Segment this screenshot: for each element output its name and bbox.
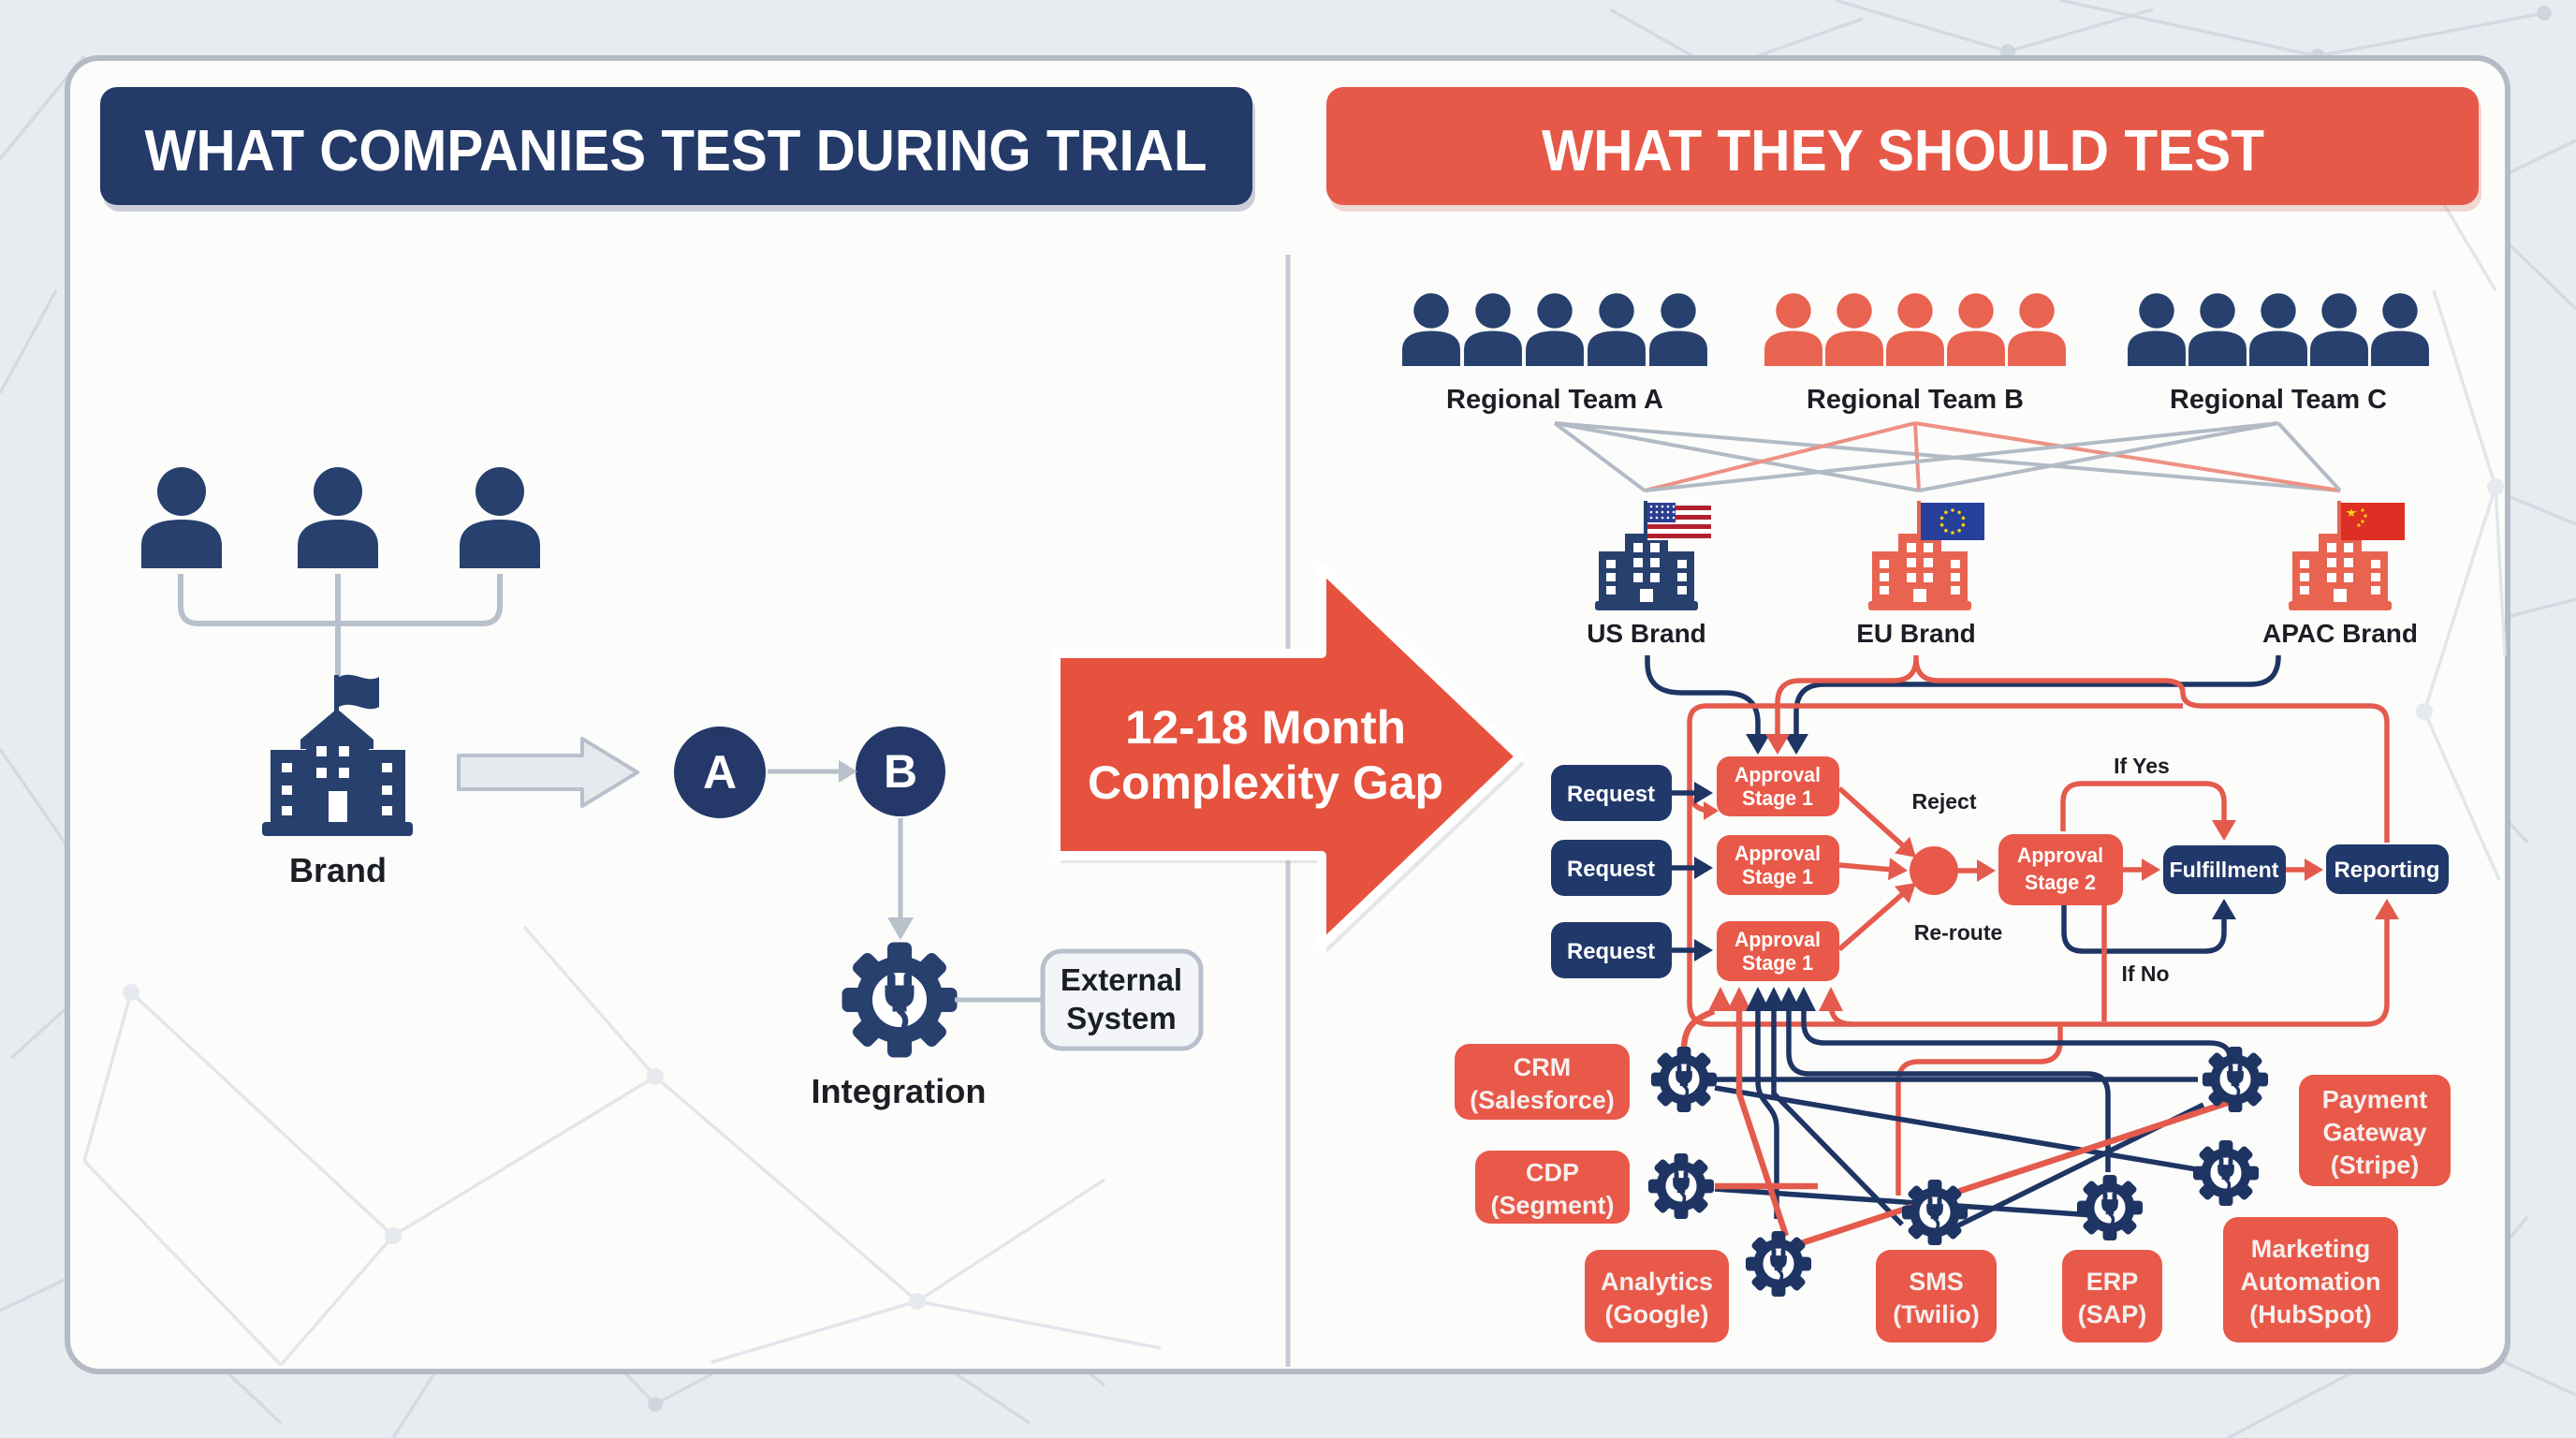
svg-text:A: A [703, 746, 737, 799]
svg-text:Brand: Brand [289, 851, 387, 889]
svg-text:Complexity Gap: Complexity Gap [1088, 756, 1443, 809]
svg-text:Request: Request [1567, 857, 1655, 882]
svg-text:If Yes: If Yes [2114, 754, 2170, 778]
svg-text:CDP: CDP [1526, 1159, 1579, 1187]
svg-text:(Stripe): (Stripe) [2331, 1152, 2420, 1180]
svg-text:CRM: CRM [1514, 1053, 1572, 1081]
svg-text:External: External [1061, 962, 1182, 997]
svg-text:(SAP): (SAP) [2078, 1300, 2147, 1328]
svg-text:Reject: Reject [1911, 789, 1976, 814]
svg-text:Marketing: Marketing [2251, 1235, 2371, 1263]
svg-text:Approval: Approval [1734, 842, 1821, 865]
svg-text:If No: If No [2121, 961, 2169, 986]
svg-text:Approval: Approval [2017, 844, 2103, 867]
svg-text:Analytics: Analytics [1601, 1268, 1713, 1296]
svg-text:Regional Team B: Regional Team B [1807, 385, 2024, 415]
svg-text:Fulfillment: Fulfillment [2170, 858, 2279, 882]
svg-text:ERP: ERP [2086, 1268, 2139, 1296]
svg-text:(Segment): (Segment) [1490, 1192, 1614, 1220]
svg-text:Approval: Approval [1734, 763, 1821, 786]
svg-text:Stage 1: Stage 1 [1742, 865, 1813, 888]
svg-text:Gateway: Gateway [2322, 1119, 2426, 1147]
svg-text:(HubSpot): (HubSpot) [2249, 1300, 2371, 1328]
svg-text:SMS: SMS [1909, 1268, 1964, 1296]
svg-text:Re-route: Re-route [1914, 920, 2003, 945]
svg-text:Regional Team A: Regional Team A [1446, 385, 1663, 415]
svg-text:Regional Team C: Regional Team C [2170, 385, 2387, 415]
svg-text:APAC Brand: APAC Brand [2262, 619, 2418, 648]
svg-text:Request: Request [1567, 939, 1655, 964]
svg-text:Stage 2: Stage 2 [2025, 871, 2096, 894]
svg-text:Payment: Payment [2322, 1086, 2428, 1114]
svg-text:US Brand: US Brand [1587, 619, 1706, 648]
svg-text:Approval: Approval [1734, 928, 1821, 951]
svg-text:WHAT COMPANIES TEST DURING TRI: WHAT COMPANIES TEST DURING TRIAL [145, 119, 1208, 183]
svg-text:(Salesforce): (Salesforce) [1470, 1086, 1615, 1114]
svg-text:Reporting: Reporting [2334, 858, 2440, 883]
svg-text:WHAT THEY SHOULD TEST: WHAT THEY SHOULD TEST [1542, 119, 2264, 183]
svg-text:EU Brand: EU Brand [1856, 619, 1976, 648]
svg-text:Stage 1: Stage 1 [1742, 786, 1813, 810]
svg-text:B: B [884, 745, 917, 798]
svg-text:(Twilio): (Twilio) [1893, 1300, 1979, 1328]
svg-text:Automation: Automation [2241, 1268, 2381, 1296]
svg-text:Request: Request [1567, 782, 1655, 807]
svg-text:Integration: Integration [812, 1072, 987, 1110]
svg-text:12-18 Month: 12-18 Month [1125, 701, 1406, 754]
svg-text:Stage 1: Stage 1 [1742, 951, 1813, 975]
svg-text:(Google): (Google) [1605, 1300, 1709, 1328]
svg-text:System: System [1066, 1001, 1176, 1035]
